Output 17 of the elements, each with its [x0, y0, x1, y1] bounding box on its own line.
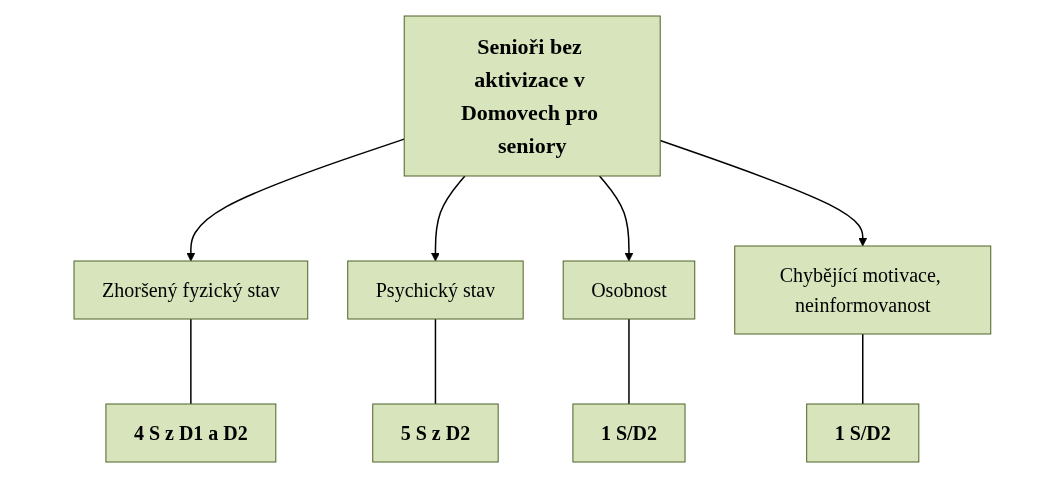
node-box: Zhoršený fyzický stav [73, 260, 308, 319]
arrow [659, 139, 867, 246]
node-box: Senioři bez aktivizace v Domovech pro seniory [403, 15, 661, 176]
connector [434, 317, 436, 405]
node-box: 5 S z D2 [371, 403, 499, 462]
arrow [598, 174, 633, 261]
arrow [430, 174, 466, 261]
node-box: Psychický stav [346, 260, 524, 319]
connector [861, 332, 864, 405]
arrow [186, 137, 405, 261]
node-box: Chybějící motivace, neinformovanost [733, 245, 991, 334]
node-box: 1 S/D2 [572, 403, 686, 462]
node-box: Osobnost [562, 260, 695, 319]
node-box: 4 S z D1 a D2 [105, 403, 276, 462]
connector [189, 317, 192, 405]
connector [627, 317, 630, 405]
node-box: 1 S/D2 [805, 403, 919, 462]
